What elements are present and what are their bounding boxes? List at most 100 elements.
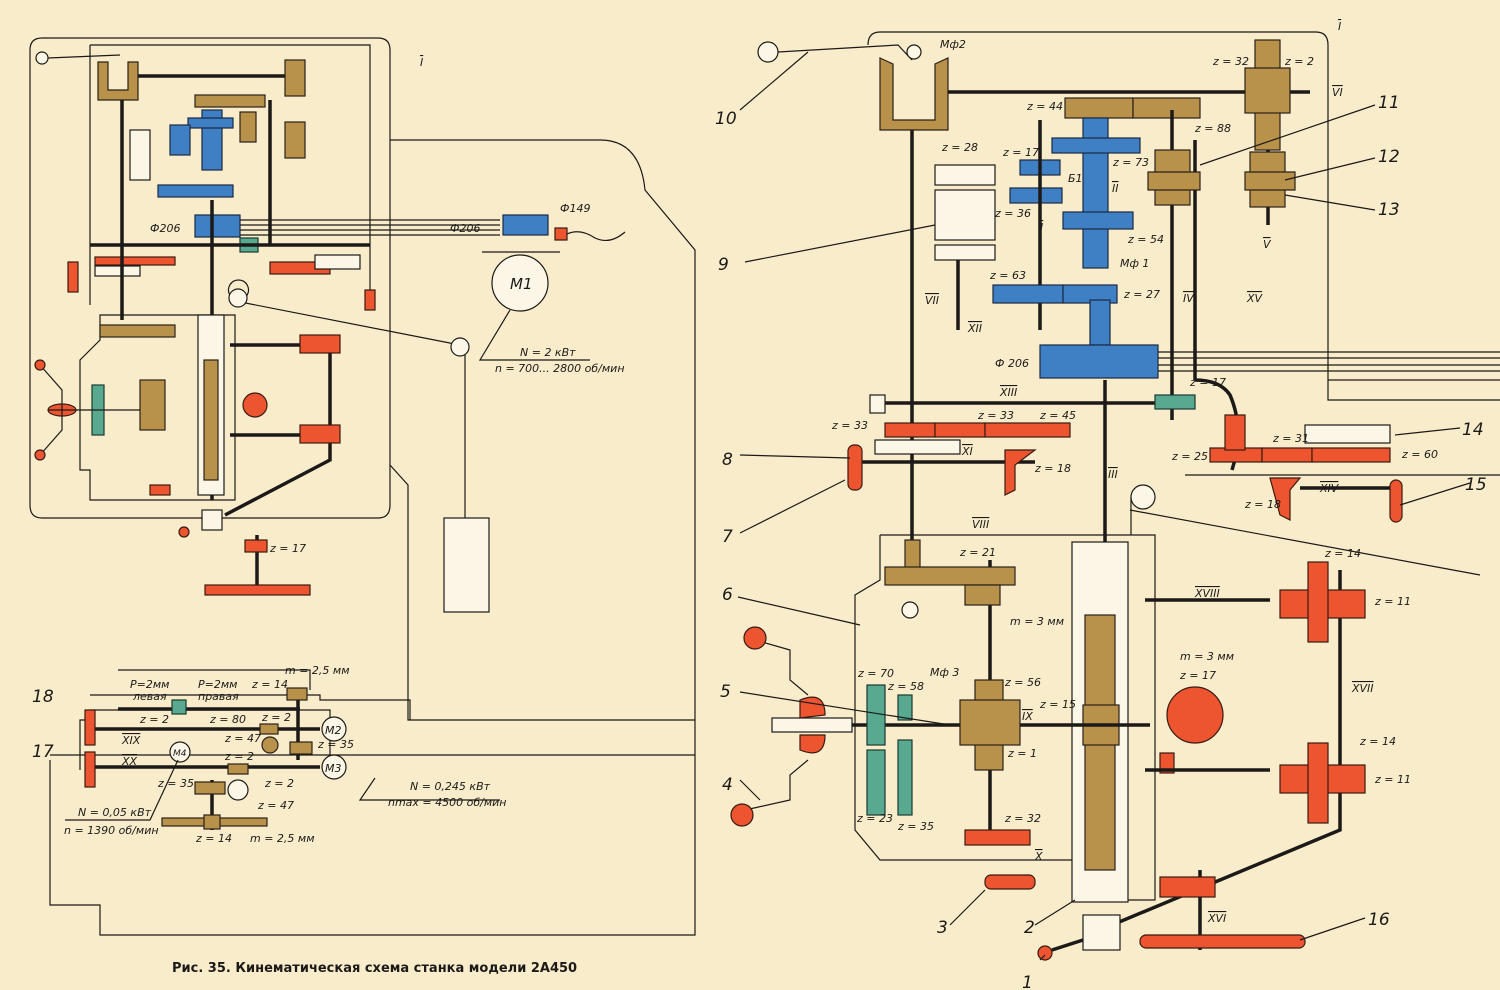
gear-z31: z = 31 <box>1272 432 1309 445</box>
shaft-xviii: XVIII <box>1194 587 1220 600</box>
rack-module-a: m = 3 мм <box>1010 615 1064 628</box>
handle-3[interactable] <box>984 874 1036 890</box>
callout-leaders <box>737 51 1471 961</box>
m1-power: N = 2 кВт <box>520 346 576 359</box>
right-feed-box <box>847 394 1403 523</box>
shaft-xiii: XIII <box>999 386 1017 399</box>
handle-1[interactable] <box>1037 945 1053 961</box>
table-z80: z = 80 <box>209 713 246 726</box>
clutch-mf1-label: Мф 1 <box>1120 257 1149 270</box>
pulley-149-label: Ф149 <box>560 202 590 215</box>
pulley-206-left <box>194 214 241 238</box>
table-z2-a: z = 2 <box>139 713 169 726</box>
left-machine-outline <box>29 37 696 936</box>
handle-8[interactable] <box>847 444 863 491</box>
shaft-ix: IX <box>1022 710 1033 723</box>
callout-18-left: 18 <box>32 687 54 707</box>
clutch-mf2 <box>879 57 949 131</box>
gear-z27: z = 27 <box>1123 288 1160 301</box>
figure-caption: Рис. 35. Кинематическая схема станка мод… <box>172 961 577 976</box>
callout-9: 9 <box>718 255 729 275</box>
callout-11: 11 <box>1378 93 1400 113</box>
gear-z32: z = 32 <box>1004 812 1041 825</box>
right-carriage <box>730 535 1366 961</box>
gear-z14-a: z = 14 <box>1324 547 1361 560</box>
gear-z54: z = 54 <box>1127 233 1164 246</box>
shaft-xix: XIX <box>121 734 141 747</box>
shaft-i: I <box>1040 221 1043 234</box>
gear-z2-top: z = 2 <box>1284 55 1314 68</box>
shaft-xv: XV <box>1246 292 1264 305</box>
gear-z36: z = 36 <box>994 207 1031 220</box>
table-z35-b: z = 35 <box>157 777 194 790</box>
shaft-xi: XI <box>961 445 973 458</box>
motor-m4-label: M4 <box>173 749 187 759</box>
m23-speed: nmax = 4500 об/мин <box>388 796 507 809</box>
counterweight <box>443 517 490 613</box>
callout-10: 10 <box>715 109 737 129</box>
shaft-vi: VI <box>1332 86 1343 99</box>
table-z47-b: z = 47 <box>257 799 294 812</box>
handle-4-knob[interactable] <box>743 626 767 650</box>
callout-1: 1 <box>1022 973 1033 990</box>
pulley-206 <box>1039 344 1159 379</box>
shaft-vii: VII <box>925 294 939 307</box>
gear-z14-b: z = 14 <box>1359 735 1396 748</box>
shaft-ii: II <box>1112 182 1119 195</box>
handle-15[interactable] <box>1389 479 1403 523</box>
callout-3: 3 <box>937 918 948 938</box>
shaft-xx: XX <box>121 755 138 768</box>
m4-speed: n = 1390 об/мин <box>64 824 159 837</box>
gear-z63: z = 63 <box>989 269 1026 282</box>
motor-m2-label: M2 <box>325 724 342 737</box>
gear-z1: z = 1 <box>1007 747 1037 760</box>
handle-16[interactable] <box>1139 934 1306 949</box>
shaft-xvi: XVI <box>1207 912 1226 925</box>
left-z17-label: z = 17 <box>269 542 306 555</box>
callout-13: 13 <box>1378 200 1400 220</box>
m23-power: N = 0,245 кВт <box>410 780 491 793</box>
right-spindle-drive <box>757 39 1500 545</box>
gear-z18-a: z = 18 <box>1034 462 1071 475</box>
rack-module-b: m = 3 мм <box>1180 650 1234 663</box>
callout-15: 15 <box>1465 475 1487 495</box>
gear-z33-b: z = 33 <box>977 409 1014 422</box>
table-z2-c: z = 2 <box>224 750 254 763</box>
motor-m1-label: M1 <box>510 275 533 293</box>
shaft-iii: III <box>1108 468 1118 481</box>
left-table-drive <box>65 669 500 830</box>
clutch-mf3-label: Мф 3 <box>930 666 959 679</box>
gear-z33-a: z = 33 <box>831 419 868 432</box>
gear-z35: z = 35 <box>897 820 934 833</box>
callout-4: 4 <box>722 775 733 795</box>
callout-14: 14 <box>1462 420 1484 440</box>
callout-5: 5 <box>720 682 731 702</box>
gear-z23: z = 23 <box>856 812 893 825</box>
table-z47-a: z = 47 <box>224 732 261 745</box>
pulley-206-label: Ф 206 <box>995 357 1029 370</box>
callout-7: 7 <box>722 527 733 547</box>
pulley-206-label-left: Ф206 <box>450 222 480 235</box>
gear-z17-green: z = 17 <box>1189 376 1226 389</box>
brake-b1-label: Б1 <box>1068 172 1083 185</box>
gear-z28: z = 28 <box>941 141 978 154</box>
motor-m3-label: M3 <box>325 762 342 775</box>
gear-z44: z = 44 <box>1026 100 1063 113</box>
table-z2-b: z = 2 <box>261 711 291 724</box>
shaft-x: X <box>1034 850 1043 863</box>
shaft-iv: IV <box>1183 292 1195 305</box>
table-z35-a: z = 35 <box>317 738 354 751</box>
gear-z60: z = 60 <box>1401 448 1438 461</box>
shaft-xiv: XIV <box>1319 482 1340 495</box>
shaft-viii: VIII <box>972 518 989 531</box>
gear-z17-blue: z = 17 <box>1002 146 1039 159</box>
gear-z56: z = 56 <box>1004 676 1041 689</box>
gear-z45: z = 45 <box>1039 409 1076 422</box>
table-z14-bottom: z = 14 <box>195 832 232 845</box>
table-m-top: m = 2,5 мм <box>285 664 350 677</box>
table-m-bottom: m = 2,5 мм <box>250 832 315 845</box>
right-frame-label: I <box>1338 20 1341 33</box>
left-motor-m1 <box>482 251 560 312</box>
callout-17-left: 17 <box>32 742 54 762</box>
